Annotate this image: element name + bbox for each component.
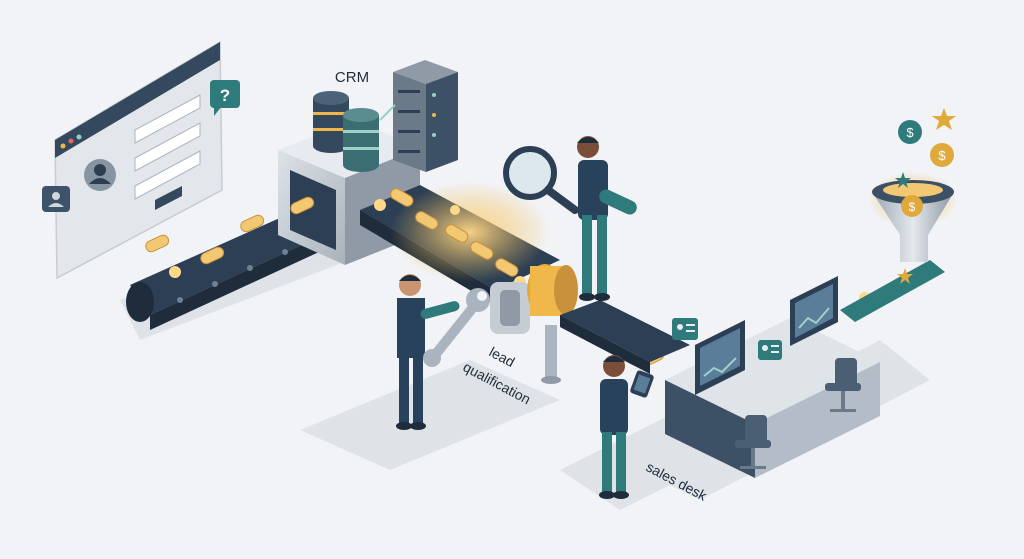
star-icon-3 (897, 268, 913, 284)
wrench-icon (423, 288, 490, 367)
star-icon-2 (895, 172, 911, 188)
svg-text:$: $ (906, 125, 914, 140)
dollar-coin-icon-2: $ (930, 143, 954, 167)
tablet-icon (630, 370, 654, 398)
user-card-icon-2 (672, 318, 698, 340)
crm-label: CRM (335, 69, 369, 86)
user-card-icon-3 (758, 340, 782, 360)
office-chair-icon (735, 415, 771, 469)
server-rack-icon (379, 60, 458, 172)
funnel-icon (868, 172, 958, 262)
worker-inspector (577, 136, 637, 301)
dollar-coin-icon-3: $ (901, 195, 923, 217)
svg-text:$: $ (938, 148, 946, 163)
lead-qualification-label-line1: lead (487, 344, 518, 371)
svg-text:$: $ (909, 200, 916, 214)
svg-text:?: ? (220, 86, 230, 105)
monitor-icon (695, 320, 745, 395)
dollar-coin-icon: $ (898, 120, 922, 144)
monitor-icon-2 (790, 276, 838, 346)
star-icon (932, 108, 956, 130)
qualification-roller (490, 264, 578, 384)
user-card-icon (42, 186, 70, 212)
office-chair-icon-2 (825, 358, 861, 412)
magnifier-icon (503, 146, 579, 214)
worker-sales (599, 355, 629, 499)
worker-mechanic (396, 274, 460, 430)
question-bubble-icon: ? (210, 80, 240, 116)
conveyor-belt-sales (560, 260, 945, 374)
web-form-icon (54, 40, 223, 280)
database-icon (313, 91, 379, 172)
